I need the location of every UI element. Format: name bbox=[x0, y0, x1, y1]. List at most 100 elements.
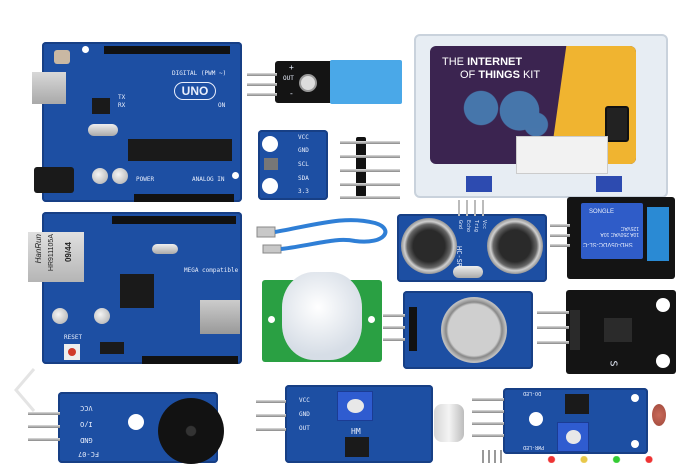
dht-pin-out: OUT bbox=[283, 75, 294, 82]
jack-brand: HanRun bbox=[34, 234, 43, 264]
mount-hole bbox=[529, 412, 543, 426]
mount-hole bbox=[262, 178, 278, 194]
analog-label: ANALOG IN bbox=[192, 176, 225, 183]
buzzer-module: VCC I/O GND FC-07 bbox=[58, 392, 224, 464]
smartphone-graphic bbox=[605, 106, 629, 142]
jack-code: 09/44 bbox=[64, 242, 73, 263]
comparator-chip bbox=[345, 437, 369, 457]
temp-pin-header bbox=[570, 310, 580, 350]
sound-pin bbox=[256, 414, 286, 417]
bme-loose-pin bbox=[340, 169, 400, 172]
capacitor bbox=[94, 308, 110, 324]
bme-loose-pin bbox=[340, 141, 400, 144]
ultrasonic-pin-echo: Echo bbox=[465, 220, 471, 233]
digital-header bbox=[104, 46, 230, 54]
bme-pin-vcc: VCC bbox=[298, 134, 309, 141]
rx-label: RX bbox=[118, 102, 126, 109]
dht-pin bbox=[247, 93, 277, 96]
power-header bbox=[134, 194, 234, 202]
sound-sensor-module: VCC GND OUT HM bbox=[285, 385, 433, 463]
mount-hole bbox=[631, 394, 639, 402]
mount-hole bbox=[299, 74, 317, 92]
light-pin bbox=[472, 410, 504, 413]
light-label-do-led: DO-LED bbox=[523, 390, 542, 396]
uno-logo: UNO bbox=[174, 82, 216, 100]
ultrasonic-transducer-left bbox=[401, 218, 457, 274]
bme-sensor-module: VCC GND SCL SDA 3.3 bbox=[258, 130, 328, 200]
dht-pin bbox=[247, 83, 277, 86]
light-label-pwr-led: PWR-LED bbox=[523, 444, 545, 450]
relay-pin bbox=[550, 234, 570, 237]
led-row bbox=[545, 456, 675, 463]
buzzer-model: FC-07 bbox=[78, 450, 100, 458]
ultrasonic-transducer-right bbox=[487, 218, 543, 274]
world-map-graphic bbox=[448, 86, 558, 141]
mount-hole bbox=[232, 172, 239, 179]
pir-dome bbox=[282, 272, 362, 360]
arduino-uno-board: DIGITAL (PWM ~) UNO ON TX RX POWER ANALO… bbox=[32, 42, 242, 202]
bme-pin-gnd: GND bbox=[298, 147, 309, 154]
crystal bbox=[88, 124, 118, 136]
gas-pin bbox=[383, 338, 405, 341]
buzzer-pin-gnd: GND bbox=[80, 436, 93, 444]
dht-pin bbox=[247, 73, 277, 76]
reset-button bbox=[64, 344, 80, 360]
gas-pin bbox=[383, 314, 405, 317]
breadboard bbox=[516, 136, 608, 174]
bme-loose-pin bbox=[340, 196, 400, 199]
loose-pins bbox=[482, 450, 502, 463]
mount-hole bbox=[656, 354, 670, 368]
capacitor bbox=[52, 308, 68, 324]
bme-pin-header bbox=[356, 137, 366, 197]
dht-pin-minus: - bbox=[289, 89, 294, 98]
buzzer-pin bbox=[28, 438, 60, 441]
sound-pin-out: OUT bbox=[299, 425, 310, 432]
temperature-sensor-module: S bbox=[566, 290, 676, 374]
bme-pin-sda: SDA bbox=[298, 175, 309, 182]
box-latch-right bbox=[596, 176, 622, 192]
potentiometer bbox=[337, 391, 373, 421]
buzzer-pin-io: I/O bbox=[80, 420, 93, 428]
buzzer-pin bbox=[28, 412, 60, 415]
crystal bbox=[152, 244, 178, 254]
kit-title: THE INTERNET OF THINGS KIT bbox=[442, 56, 541, 81]
ultrasonic-pin-vcc: Vcc bbox=[481, 220, 487, 230]
relay-terminal-block bbox=[647, 207, 669, 261]
ultrasonic-sensor-hc-sr04: HC-SR04 Vcc Trig Echo Gnd bbox=[397, 214, 547, 282]
temp-pin bbox=[537, 341, 569, 344]
sensor-transistor bbox=[604, 318, 632, 342]
sound-pin bbox=[256, 400, 286, 403]
power-label: POWER bbox=[136, 176, 155, 183]
light-pin bbox=[472, 422, 504, 425]
usb-cable bbox=[256, 218, 388, 254]
sensor-chip bbox=[264, 158, 278, 170]
ethernet-shield-board: HanRun HR911105A 09/44 MEGA compatible R… bbox=[28, 212, 242, 364]
microsd-slot bbox=[200, 300, 240, 334]
mount-hole bbox=[631, 440, 639, 448]
on-label: ON bbox=[218, 102, 226, 109]
carousel-prev-button[interactable] bbox=[10, 365, 40, 415]
atmega-chip bbox=[128, 139, 232, 161]
ultrasonic-pin-trig: Trig bbox=[473, 220, 479, 233]
shield-bottom-header bbox=[142, 356, 238, 364]
relay-brand: SONGLE bbox=[589, 209, 615, 215]
logic-chip bbox=[100, 342, 124, 354]
reset-label: RESET bbox=[64, 334, 83, 341]
temp-s-label: S bbox=[607, 360, 619, 367]
light-pin bbox=[472, 434, 504, 437]
box-latch-left bbox=[466, 176, 492, 192]
ultrasonic-pin-gnd: Gnd bbox=[457, 220, 463, 230]
sound-pin-vcc: VCC bbox=[299, 397, 310, 404]
buzzer-pin bbox=[28, 425, 60, 428]
relay-module: SONGLE 10A 250VAC 10A 125VAC SRD-05VDC-S… bbox=[567, 197, 675, 279]
mount-hole bbox=[268, 316, 275, 323]
light-pin bbox=[472, 398, 504, 401]
reset-button bbox=[54, 50, 70, 64]
light-sensor-module: DO-LED PWR-LED bbox=[503, 388, 648, 454]
ultrasonic-model: HC-SR04 bbox=[455, 246, 463, 276]
sound-pin-gnd: GND bbox=[299, 411, 310, 418]
iot-kit-box: THE INTERNET OF THINGS KIT bbox=[414, 34, 668, 198]
capacitor bbox=[92, 168, 108, 184]
dht11-blue-housing bbox=[330, 60, 402, 104]
temp-pin bbox=[537, 326, 569, 329]
